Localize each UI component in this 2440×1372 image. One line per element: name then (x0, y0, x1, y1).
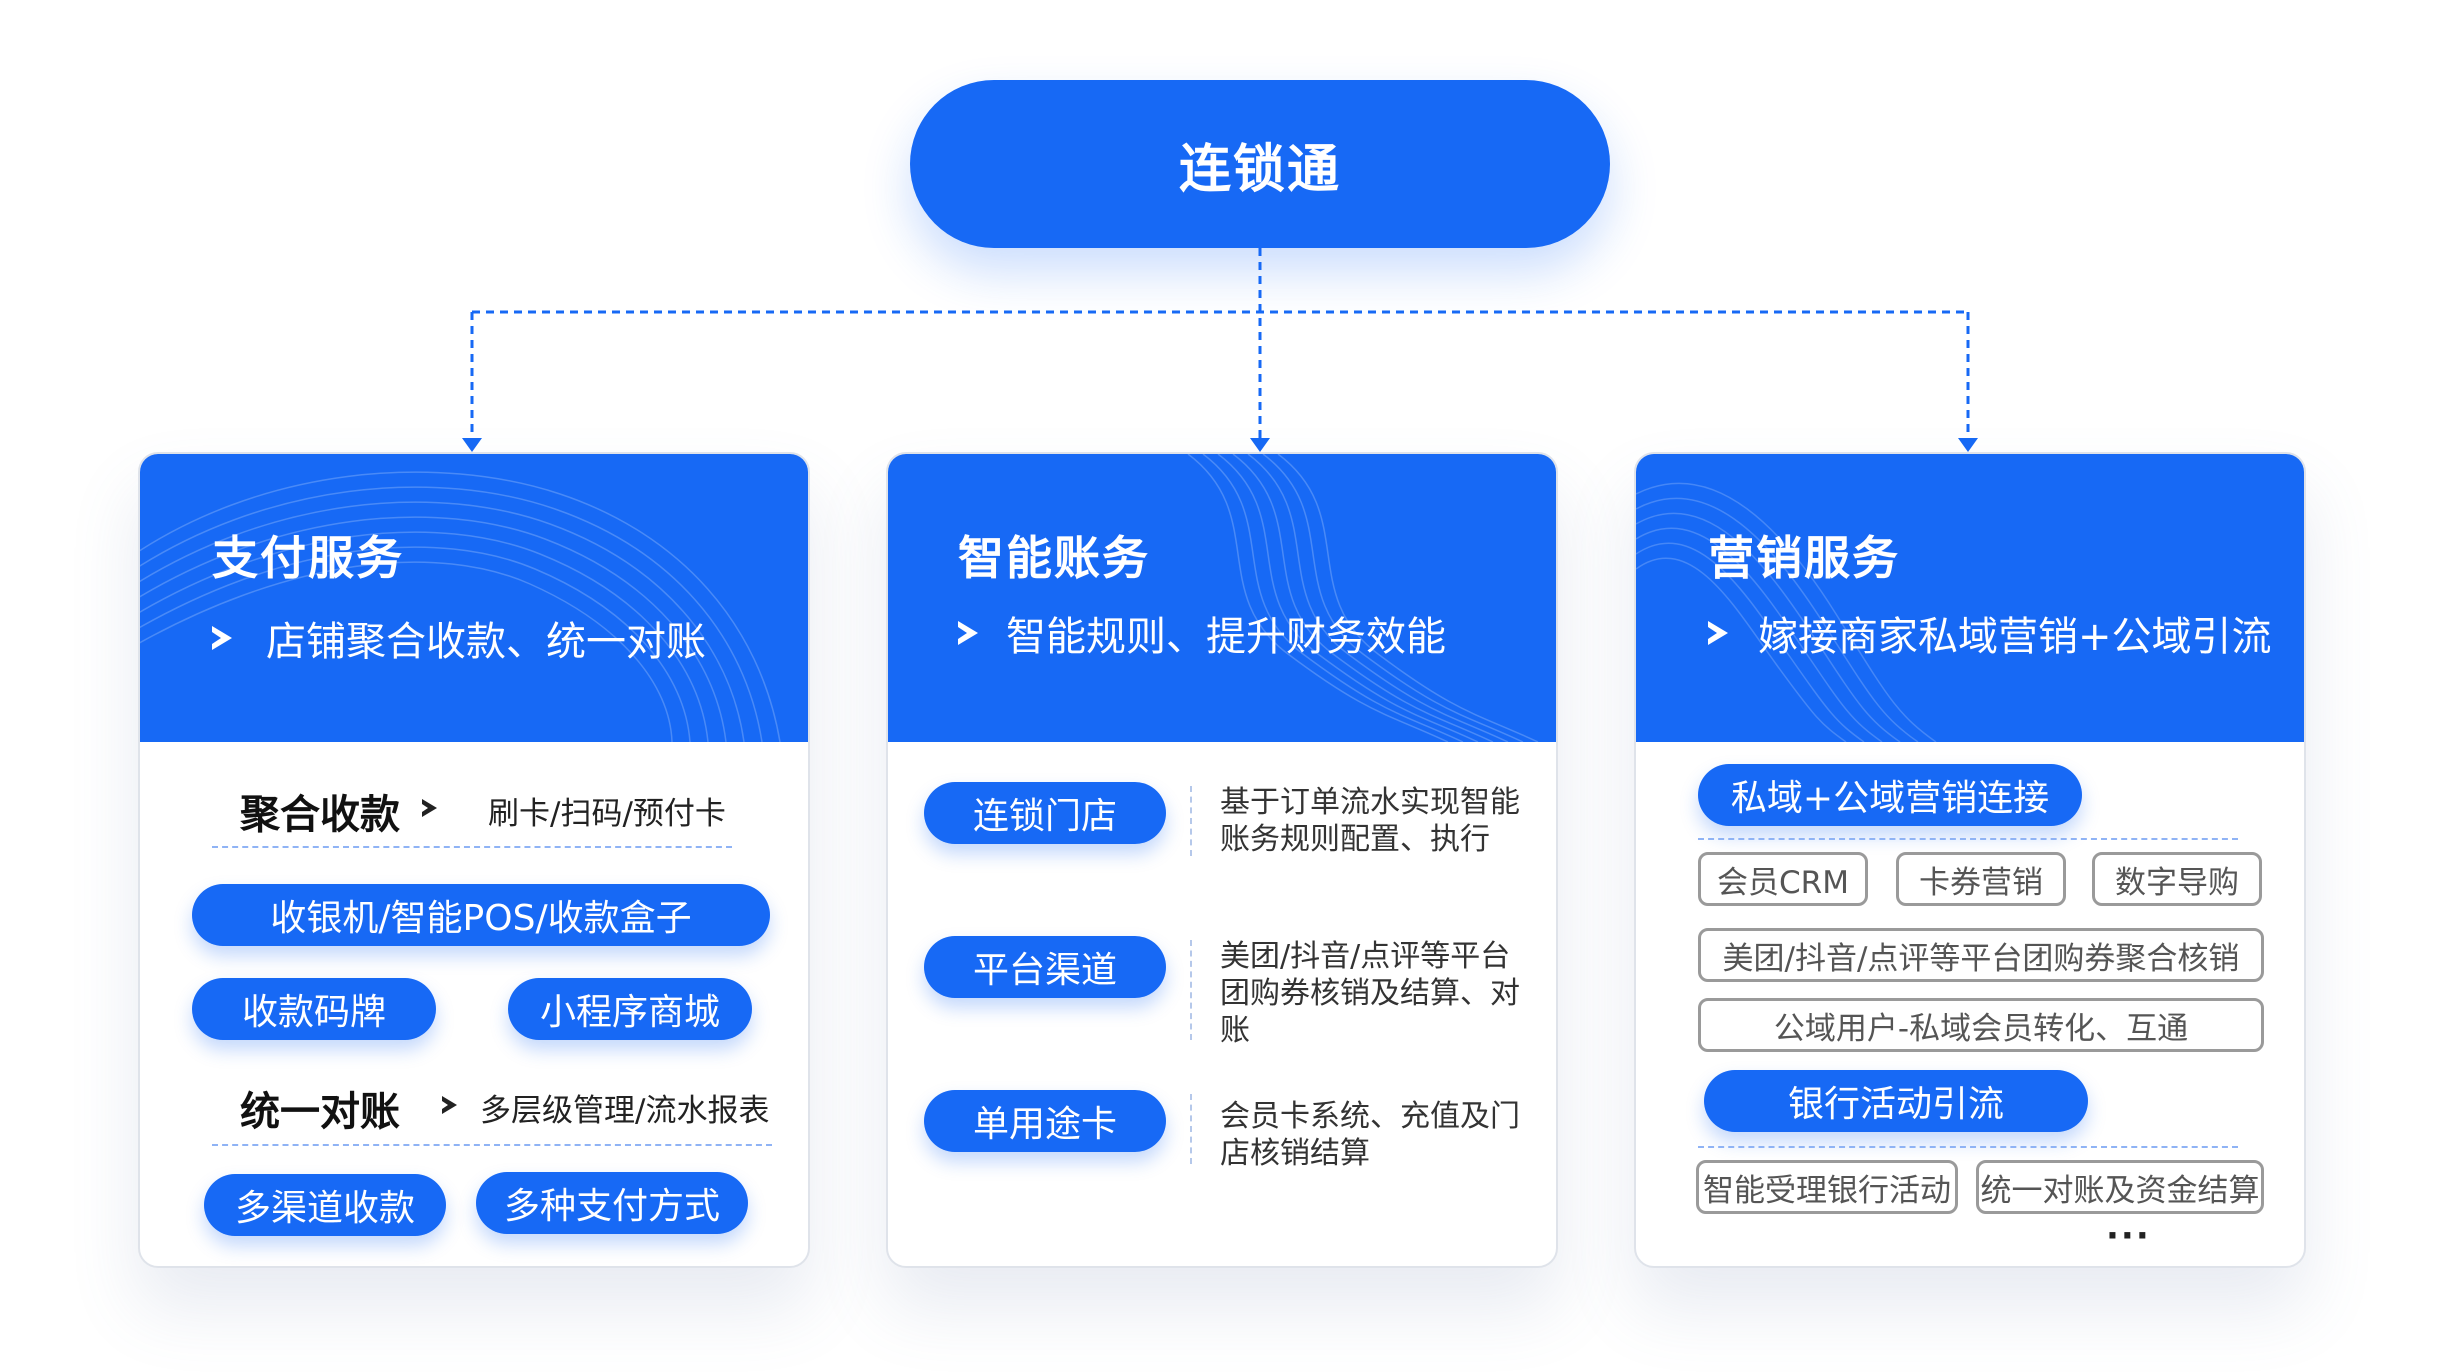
card-subtitle: 店铺聚合收款、统一对账 (212, 609, 706, 667)
card-header: 支付服务 店铺聚合收款、统一对账 (140, 454, 808, 742)
feature-tag: 统一对账及资金结算 (1976, 1160, 2264, 1214)
row-description: 会员卡系统、充值及门 店核销结算 (1220, 1098, 1520, 1172)
feature-tag: 公域用户-私域会员转化、互通 (1698, 998, 2264, 1052)
card-title: 支付服务 (212, 531, 404, 585)
desc-line: 会员卡系统、充值及门 (1220, 1099, 1520, 1134)
arrowhead-icon (422, 799, 437, 817)
separator (1190, 940, 1192, 1040)
wave-pattern-icon (1636, 482, 1937, 742)
card-header: 营销服务 嫁接商家私域营销+公域引流 (1636, 454, 2304, 742)
arrowhead-icon (212, 626, 232, 650)
arrow-right-icon (1958, 438, 1978, 452)
divider (212, 1144, 772, 1146)
section-detail: 刷卡/扫码/预付卡 (488, 796, 726, 832)
card-subtitle-text: 嫁接商家私域营销+公域引流 (1758, 614, 2272, 660)
feature-tag: 会员CRM (1698, 852, 1868, 906)
separator (1190, 786, 1192, 856)
row-pill: 单用途卡 (924, 1090, 1166, 1152)
card-subtitle-text: 店铺聚合收款、统一对账 (266, 619, 706, 665)
more-indicator: ··· (2106, 1216, 2151, 1256)
arrowhead-icon (1708, 621, 1728, 645)
tag-pill: 多渠道收款 (204, 1174, 446, 1236)
divider (212, 846, 732, 848)
arrow-center-icon (1250, 438, 1270, 452)
feature-tag: 智能受理银行活动 (1696, 1160, 1958, 1214)
card-accounting: 智能账务 智能规则、提升财务效能 连锁门店 基于订单流水实现智能 账务规则配置、… (886, 452, 1558, 1268)
desc-line: 店核销结算 (1220, 1136, 1370, 1171)
card-header: 智能账务 智能规则、提升财务效能 (888, 454, 1556, 742)
section-detail: 多层级管理/流水报表 (480, 1093, 770, 1129)
tag-pill: 多种支付方式 (476, 1172, 748, 1234)
section-label: 聚合收款 (240, 792, 400, 838)
card-title: 智能账务 (958, 531, 1150, 585)
feature-tag: 卡券营销 (1896, 852, 2066, 906)
root-node: 连锁通 (910, 80, 1610, 248)
card-title: 营销服务 (1708, 531, 1900, 585)
row-description: 美团/抖音/点评等平台 团购券核销及结算、对 账 (1220, 938, 1520, 1049)
tag-pill: 私域+公域营销连接 (1698, 764, 2082, 826)
arrowhead-icon (958, 621, 978, 645)
desc-line: 账务规则配置、执行 (1220, 822, 1490, 857)
feature-tag: 数字导购 (2092, 852, 2262, 906)
separator (1190, 1094, 1192, 1164)
arrow-left-icon (462, 438, 482, 452)
row-description: 基于订单流水实现智能 账务规则配置、执行 (1220, 784, 1520, 858)
tag-pill: 银行活动引流 (1704, 1070, 2088, 1132)
desc-line: 基于订单流水实现智能 (1220, 785, 1520, 820)
section-label: 统一对账 (240, 1089, 400, 1135)
tag-pill: 收款码牌 (192, 978, 436, 1040)
card-marketing: 营销服务 嫁接商家私域营销+公域引流 私域+公域营销连接 会员CRM 卡券营销 … (1634, 452, 2306, 1268)
card-subtitle: 嫁接商家私域营销+公域引流 (1708, 604, 2272, 662)
feature-tag: 美团/抖音/点评等平台团购券聚合核销 (1698, 928, 2264, 982)
row-pill: 平台渠道 (924, 936, 1166, 998)
row-pill: 连锁门店 (924, 782, 1166, 844)
root-label: 连锁通 (1178, 139, 1341, 200)
arrowhead-icon (442, 1096, 458, 1114)
tag-pill: 收银机/智能POS/收款盒子 (192, 884, 770, 946)
card-subtitle: 智能规则、提升财务效能 (958, 604, 1446, 662)
desc-line: 账 (1220, 1013, 1250, 1048)
desc-line: 美团/抖音/点评等平台 (1220, 939, 1511, 974)
divider (1698, 1146, 2238, 1148)
card-subtitle-text: 智能规则、提升财务效能 (1006, 614, 1446, 660)
wave-pattern-icon (140, 471, 781, 742)
wave-pattern-icon (1187, 454, 1539, 742)
tag-pill: 小程序商城 (508, 978, 752, 1040)
desc-line: 团购券核销及结算、对 (1220, 976, 1520, 1011)
card-payment: 支付服务 店铺聚合收款、统一对账 聚合收款 刷卡/扫码/预付卡 收银机/智能PO… (138, 452, 810, 1268)
divider (1698, 838, 2238, 840)
